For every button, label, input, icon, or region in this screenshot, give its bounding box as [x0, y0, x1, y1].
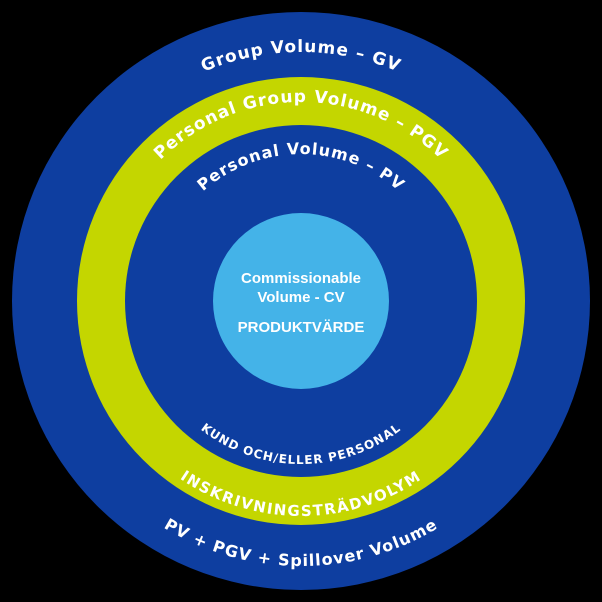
core-label-line2: Volume - CV	[257, 289, 344, 306]
core-label-line3: PRODUKTVÄRDE	[238, 319, 365, 336]
core-label-line1: Commissionable	[241, 270, 361, 287]
core-circle	[213, 213, 389, 389]
